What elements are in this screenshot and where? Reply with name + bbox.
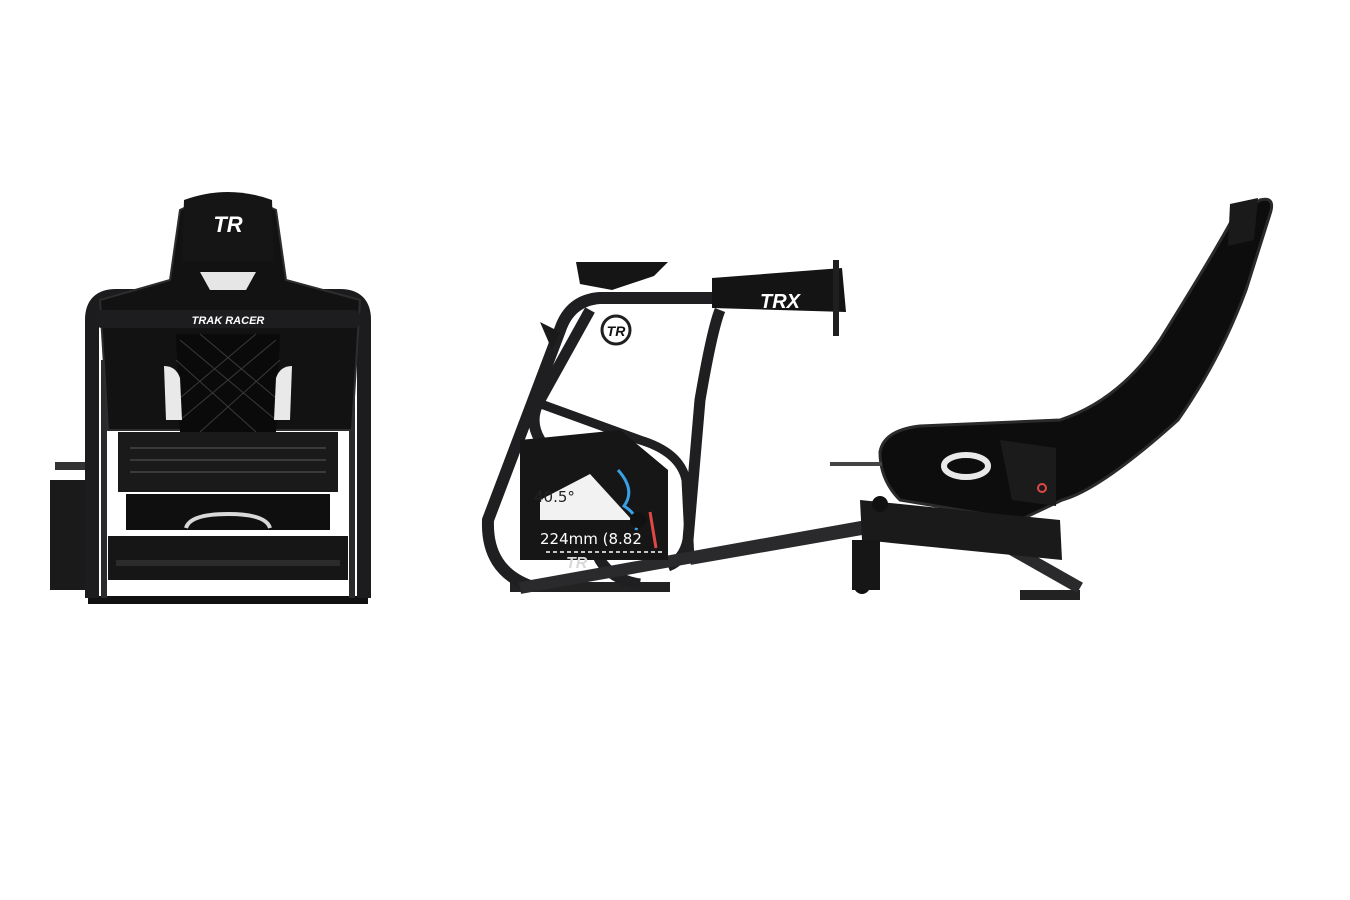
front-seat-cushion: [118, 432, 338, 492]
side-seat-shell: [878, 197, 1274, 522]
side-red-adjuster: [648, 511, 658, 549]
front-frame-brand: TRAK RACER: [192, 315, 265, 327]
front-crossbar: [96, 310, 360, 328]
side-base-rear: [1020, 590, 1080, 600]
front-seat-handle: [184, 511, 272, 529]
front-quilt-pattern: [175, 333, 281, 433]
side-slider-plate: [830, 462, 882, 466]
side-brace: [528, 395, 695, 561]
side-front-loop: [481, 292, 720, 592]
front-seat-center: [176, 334, 280, 432]
side-slider-bracket: [852, 540, 880, 590]
side-pedal-cutout: [540, 474, 632, 520]
side-slider-knob: [872, 496, 888, 512]
front-pedal-plate: [55, 462, 97, 470]
side-seat-headrest: [1228, 198, 1258, 246]
front-harness-slot: [200, 272, 256, 290]
front-view-rig: TR TRAK RACER: [50, 192, 371, 604]
side-base-logo: TR: [566, 555, 588, 572]
front-headrest-logo: TR: [213, 212, 242, 237]
side-frame-brand: TRAK RACER: [643, 356, 700, 429]
side-seat-slider: [860, 500, 1062, 560]
side-red-knob: [1037, 483, 1047, 493]
front-bolster-window-right: [274, 366, 292, 420]
side-wheel-mount: [712, 268, 846, 312]
front-lower-frame: [108, 536, 348, 580]
side-top-shelf: [576, 262, 668, 290]
side-shifter-mount: [540, 322, 560, 350]
side-frame-logo-badge: [600, 314, 632, 346]
side-angle-label: 40.5°: [534, 488, 575, 506]
side-knob: [630, 512, 646, 528]
side-mount-logo: TRX: [760, 291, 802, 313]
side-base-front: [510, 582, 670, 592]
front-bolster-window-left: [164, 366, 182, 420]
side-wheel-upright: [665, 307, 726, 572]
side-seat-slot: [941, 452, 991, 480]
front-slider-detail: [130, 447, 326, 473]
side-seat-panel: [1000, 440, 1056, 506]
front-base-rail: [88, 596, 368, 604]
front-headrest: [182, 192, 274, 262]
side-view-rig: 40.5° 224mm (8.82 TR TR TRAK RACER TRX: [481, 197, 1274, 600]
side-frame-logo: TR: [607, 323, 627, 339]
side-distance-label: 224mm (8.82: [540, 530, 642, 548]
